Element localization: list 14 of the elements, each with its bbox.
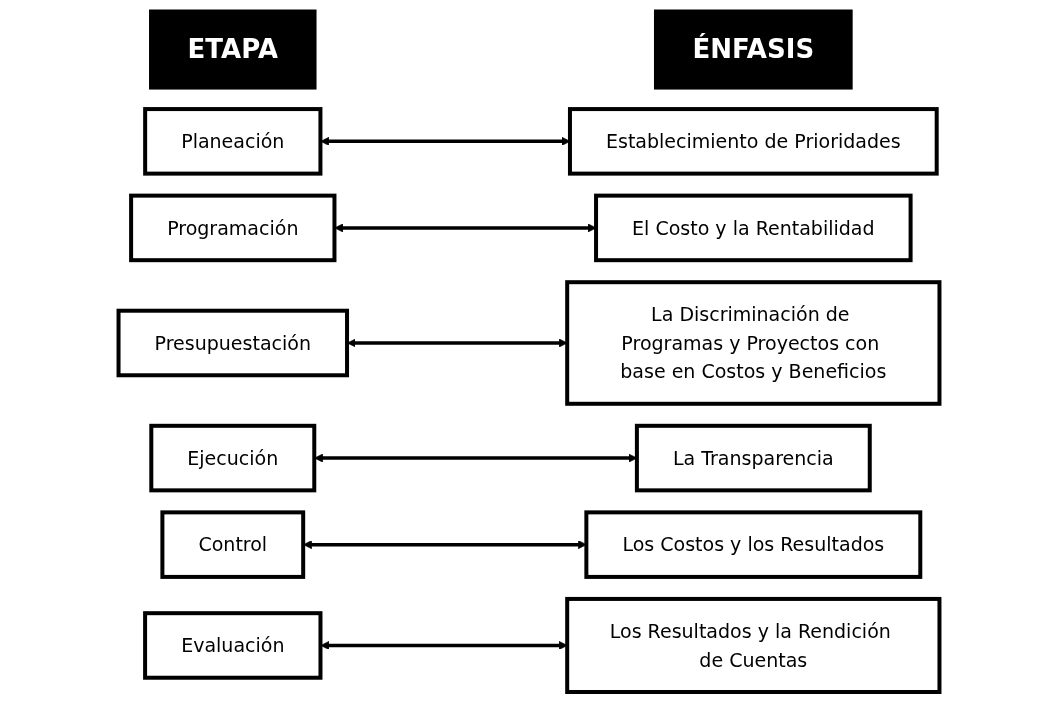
node-box: ETAPA: [149, 9, 317, 90]
node-box: La Discriminación de Programas y Proyectos con base en Costos y Beneficios: [565, 280, 942, 406]
node-box: Ejecución: [149, 423, 317, 493]
node-box: Evaluación: [143, 611, 323, 680]
node-box: Planeación: [143, 107, 323, 176]
node-box: El Costo y la Rentabilidad: [594, 193, 913, 263]
node-box: ÉNFASIS: [654, 9, 853, 90]
node-box: Establecimiento de Prioridades: [567, 107, 939, 176]
node-box: Los Costos y los Resultados: [584, 510, 923, 579]
node-box: Presupuestación: [116, 308, 350, 378]
node-box: Programación: [129, 193, 337, 263]
node-box: Control: [160, 510, 306, 579]
node-box: La Transparencia: [634, 423, 872, 493]
node-box: Los Resultados y la Rendición de Cuentas: [565, 596, 942, 694]
